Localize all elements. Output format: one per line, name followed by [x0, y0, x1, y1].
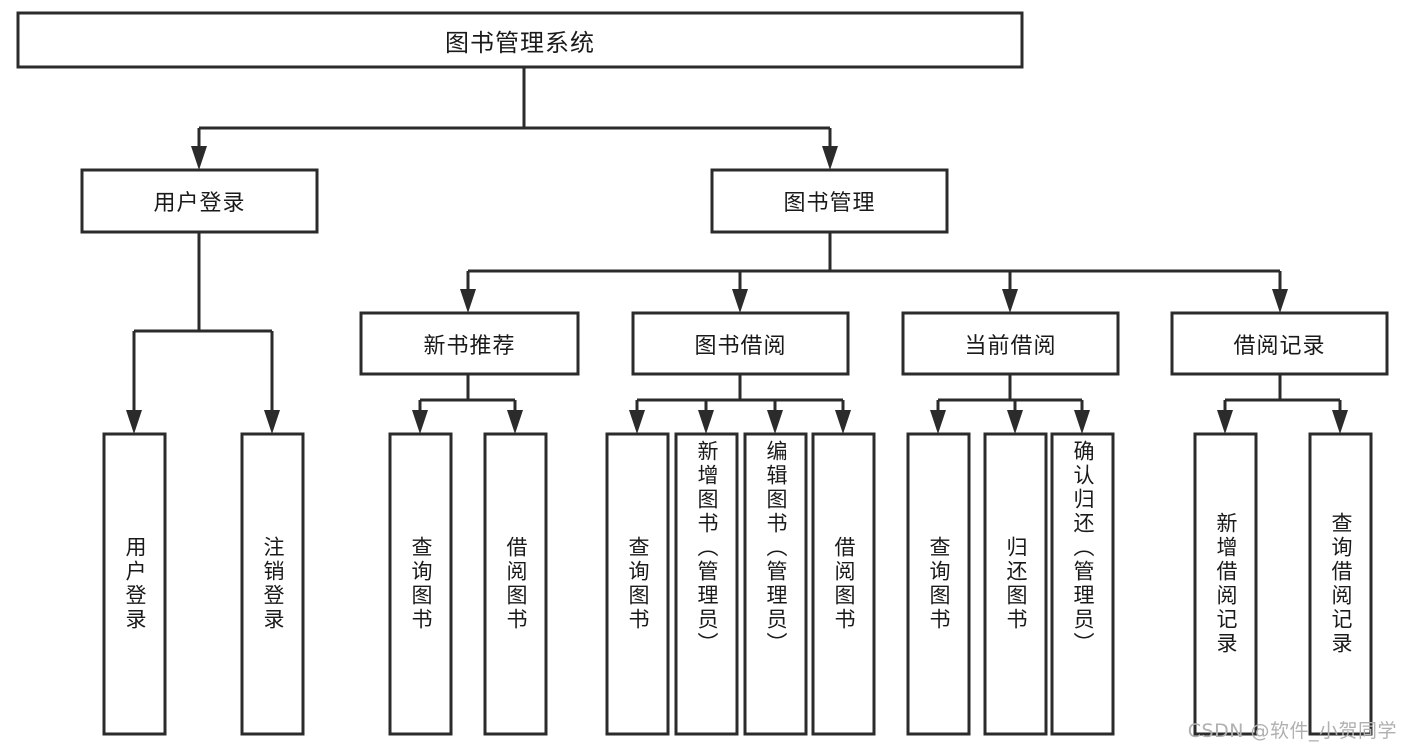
arrowhead-borrow-edit [767, 410, 783, 434]
node-user-login[interactable] [80, 168, 319, 234]
arrowhead-leaf-logout [264, 410, 280, 434]
node-leaf-query-book-3[interactable] [906, 432, 971, 736]
node-leaf-logout[interactable] [240, 432, 305, 736]
node-leaf-query-book-2[interactable] [605, 432, 670, 736]
arrowhead-current-confirm [1074, 410, 1090, 434]
arrowhead-current [1002, 289, 1018, 313]
node-leaf-return-book[interactable] [983, 432, 1048, 736]
node-leaf-edit-book-admin[interactable] [743, 432, 808, 736]
arrowhead-borrow-add [698, 410, 714, 434]
node-borrow-record[interactable] [1170, 311, 1389, 376]
arrowhead-user-login [191, 146, 207, 170]
node-leaf-add-borrow-record[interactable] [1193, 432, 1258, 736]
node-leaf-borrow-book-1[interactable] [483, 432, 548, 736]
node-root[interactable] [16, 11, 1024, 69]
node-book-borrow[interactable] [631, 311, 850, 376]
node-current-borrow[interactable] [901, 311, 1120, 376]
arrowhead-borrow-query [629, 410, 645, 434]
arrowhead-borrow-do [835, 410, 851, 434]
arrowhead-record-add [1217, 410, 1233, 434]
node-leaf-add-book-admin[interactable] [674, 432, 739, 736]
node-book-management[interactable] [710, 168, 949, 234]
arrowhead-records [1272, 289, 1288, 313]
arrowhead-book-mgmt [822, 146, 838, 170]
node-leaf-confirm-return-admin[interactable] [1050, 432, 1115, 736]
arrowhead-newbook-query [412, 410, 428, 434]
arrowhead-borrow [732, 289, 748, 313]
arrowhead-newbook-borrow [507, 410, 523, 434]
node-leaf-borrow-book-2[interactable] [811, 432, 876, 736]
node-new-book-recommend[interactable] [359, 311, 580, 376]
arrowhead-current-return [1007, 410, 1023, 434]
node-leaf-query-borrow-record[interactable] [1308, 432, 1373, 736]
arrowhead-current-query [930, 410, 946, 434]
node-leaf-user-login[interactable] [102, 432, 167, 736]
arrowhead-leaf-user-login [126, 410, 142, 434]
arrowhead-record-query [1332, 410, 1348, 434]
arrowhead-newbook [460, 289, 476, 313]
node-leaf-query-book-1[interactable] [388, 432, 453, 736]
